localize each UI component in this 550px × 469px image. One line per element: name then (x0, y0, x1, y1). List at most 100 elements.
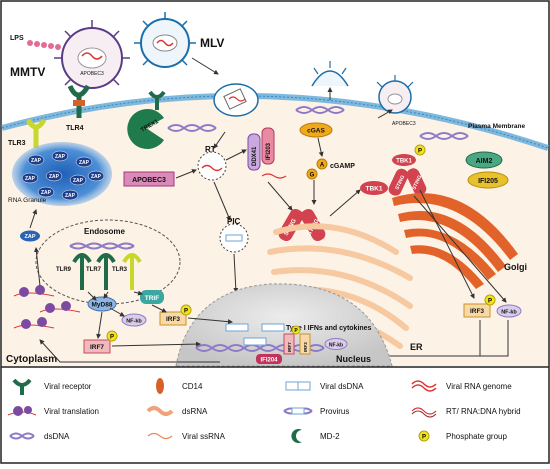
legend-label: Viral translation (44, 407, 99, 416)
viral-translation-cluster (13, 285, 81, 329)
svg-text:G: G (310, 173, 315, 179)
golgi-label: Golgi (504, 262, 527, 272)
aim2-node: AIM2 (465, 151, 503, 169)
irf7-nucleus-node: IRF7 (283, 333, 295, 355)
svg-text:TRIF: TRIF (145, 295, 159, 302)
rna-granule-label: RNA Granule (8, 197, 47, 204)
svg-text:P: P (418, 149, 422, 155)
phosphate-irf3-left: P (180, 304, 192, 316)
svg-text:NF-kb: NF-kb (126, 319, 142, 325)
sting-dimer-golgi: STING STING (388, 168, 427, 196)
legend-item-viral-ssrna: Viral ssRNA (147, 432, 226, 441)
legend-item-rt-rna-dna-hybrid: RT/ RNA:DNA hybrid (411, 407, 521, 418)
cytoplasm-label: Cytoplasm (6, 354, 57, 365)
svg-text:ZAP: ZAP (25, 234, 36, 240)
svg-text:DDX41: DDX41 (252, 146, 258, 166)
svg-text:TBK1: TBK1 (396, 159, 412, 165)
tlr4-receptor (67, 84, 91, 118)
tlr9-receptor (72, 253, 92, 290)
gtp-node: G (306, 168, 318, 180)
apobec3-virion-label: APOBEC3 (80, 71, 104, 77)
dsdna-icon (9, 432, 35, 440)
svg-text:P: P (422, 435, 426, 441)
phosphate-group-icon: P (418, 430, 430, 442)
phosphate-nucleus: P (291, 325, 301, 335)
irf3-nucleus-node: IRF3 (299, 333, 311, 355)
legend-item-provirus: Provirus (283, 407, 349, 416)
legend-label: Phosphate group (446, 432, 507, 441)
legend-label: Viral dsDNA (320, 382, 364, 391)
legend-label: MD-2 (320, 432, 340, 441)
dsdna-cgas (295, 106, 345, 114)
legend-item-phosphate-group: P Phosphate group (418, 430, 507, 442)
mmtv-virion (54, 20, 130, 89)
zap-single: ZAP (20, 230, 40, 242)
svg-text:NF-kb: NF-kb (501, 310, 517, 316)
legend-panel (2, 368, 548, 462)
pic-complex (219, 223, 249, 253)
mlv-virion (134, 12, 196, 68)
dsdna-strand-trex1 (167, 124, 217, 132)
svg-text:IRF3: IRF3 (470, 308, 484, 315)
svg-text:ZAP: ZAP (25, 176, 36, 182)
type1-ifn-label: Type I IFNs and cytokines (286, 325, 372, 332)
svg-text:IFI205: IFI205 (478, 178, 498, 185)
tlr3-top-receptor (25, 118, 47, 148)
viral-ssrna-icon (147, 432, 173, 440)
atp-node: A (316, 158, 328, 170)
reverse-transcription-complex (197, 151, 227, 181)
nfkb-left-node: NF-kb (121, 313, 147, 327)
dsrna-icon (146, 406, 174, 416)
legend-label: Provirus (320, 407, 349, 416)
svg-text:IFI203: IFI203 (266, 142, 272, 160)
budding-virion-2 (376, 75, 414, 114)
rt-label: RT (205, 145, 216, 154)
svg-text:STING: STING (394, 174, 406, 190)
trif-node: TRIF (140, 290, 164, 304)
apobec3-node: APOBEC3 (123, 171, 175, 187)
lps-label: LPS (10, 35, 24, 42)
provirus-segments (225, 323, 285, 346)
rna-granule: ZAP ZAP ZAP ZAP ZAP ZAP ZAP ZAP ZAP (12, 142, 112, 206)
svg-text:ZAP: ZAP (65, 193, 76, 199)
phosphate-tbk1: P (414, 144, 426, 156)
legend-item-viral-receptor: Viral receptor (12, 378, 92, 395)
cd14-icon (156, 378, 164, 394)
legend-item-viral-rna-genome: Viral RNA genome (411, 380, 512, 392)
svg-text:MyD88: MyD88 (92, 302, 113, 309)
svg-text:IRF7: IRF7 (90, 344, 104, 351)
pic-label: PIC (227, 217, 241, 226)
irf7-node: IRF7 (83, 339, 111, 354)
svg-text:cGAS: cGAS (307, 128, 325, 135)
tbk1-left-node: TBK1 (360, 181, 388, 195)
legend-item-cd14: CD14 (156, 378, 203, 394)
lps-chain (27, 40, 61, 50)
tlr7-receptor (96, 253, 116, 290)
tlr9-label: TLR9 (56, 267, 72, 273)
svg-text:P: P (110, 335, 114, 341)
entering-virion (213, 83, 259, 117)
svg-text:ZAP: ZAP (41, 190, 52, 196)
svg-text:IRF3: IRF3 (303, 342, 308, 352)
svg-text:P: P (294, 328, 298, 334)
legend-item-md-2: MD-2 (291, 429, 340, 443)
mmtv-label: MMTV (10, 65, 45, 79)
ifi204-node: IFI204 (256, 354, 282, 364)
svg-text:P: P (488, 299, 492, 305)
svg-text:ZAP: ZAP (31, 158, 42, 164)
svg-text:NF-kb: NF-kb (329, 343, 343, 349)
svg-text:AIM2: AIM2 (476, 158, 493, 165)
budding-virion-1 (311, 61, 349, 87)
nucleus-label: Nucleus (336, 354, 371, 364)
nfkb-nucleus-node: NF-kb (324, 338, 348, 350)
svg-text:P: P (184, 309, 188, 315)
endosome-label: Endosome (84, 227, 125, 236)
viral-receptor-icon (12, 378, 32, 395)
legend-item-dsrna: dsRNA (146, 406, 208, 416)
legend-label: Viral RNA genome (446, 382, 512, 391)
cgas-node: cGAS (299, 122, 333, 138)
viral-translation-icon (7, 406, 37, 416)
svg-text:TBK1: TBK1 (366, 186, 383, 193)
irf3-right-node: IRF3 (463, 303, 491, 318)
tlr7-label: TLR7 (86, 267, 102, 273)
